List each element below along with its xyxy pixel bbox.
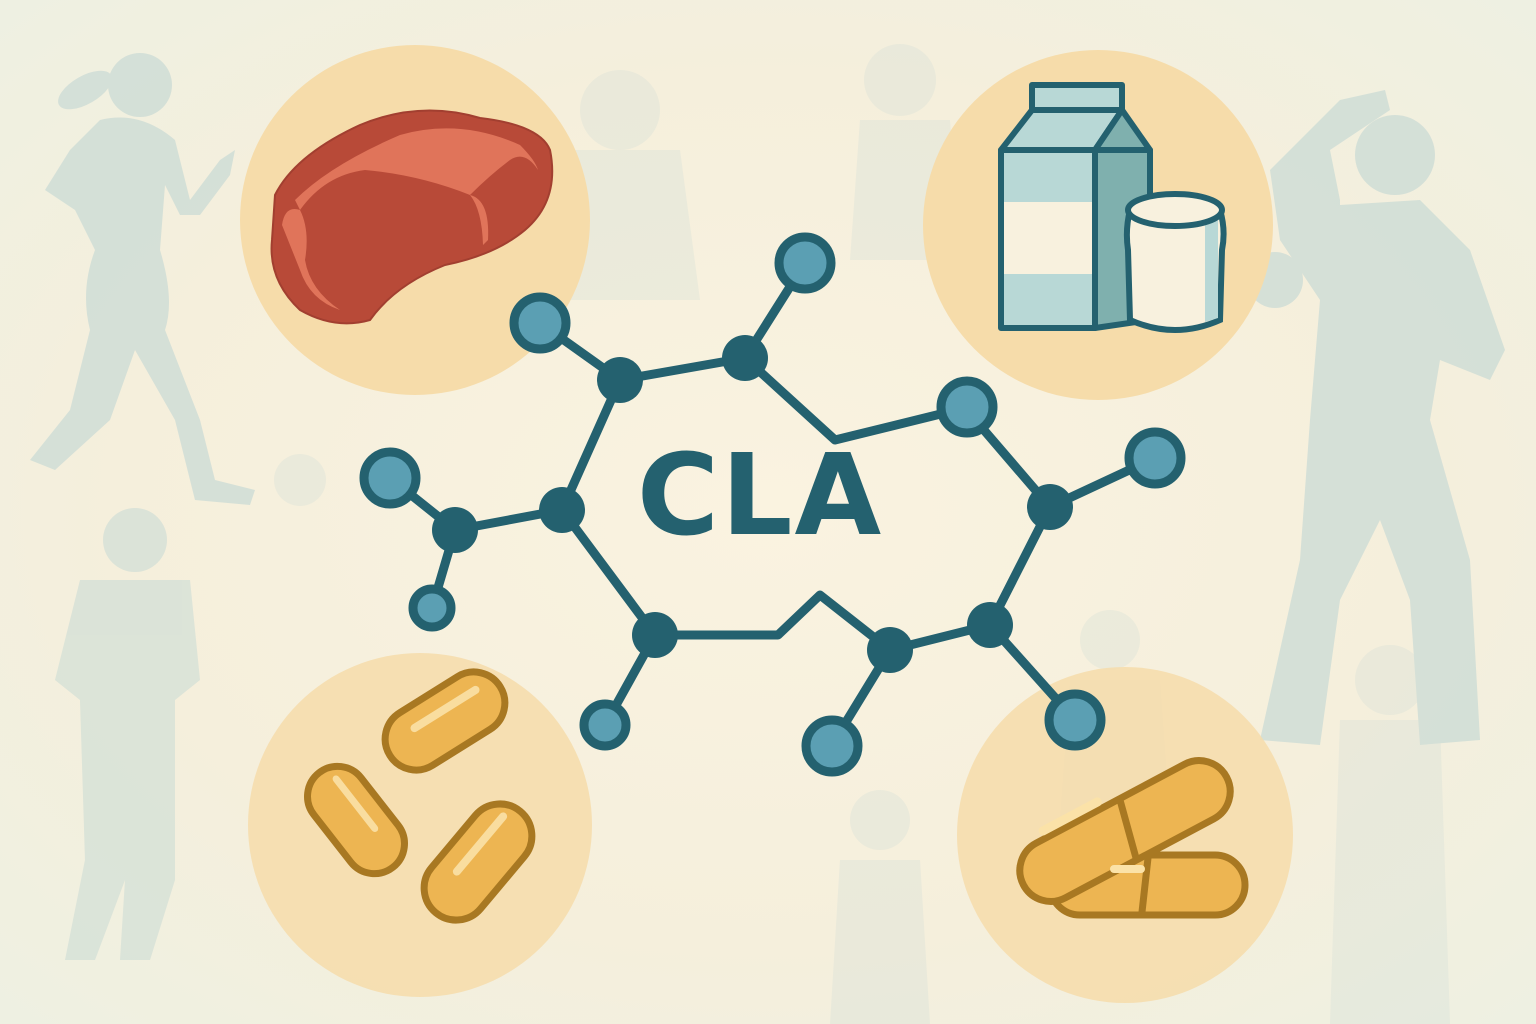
yogurt-jar-icon xyxy=(1123,191,1227,333)
woman-silhouette-icon xyxy=(30,53,255,505)
dairy-panel xyxy=(923,50,1273,400)
carbon-atoms xyxy=(432,335,1073,673)
steak-icon xyxy=(270,109,554,325)
softgels-panel xyxy=(248,653,592,997)
capsule-icon xyxy=(1016,757,1249,919)
meat-panel xyxy=(240,45,590,395)
milk-carton-icon xyxy=(998,82,1153,331)
hydrogen-atoms xyxy=(359,232,1186,777)
capsules-panel xyxy=(957,667,1293,1003)
child-silhouette-icon xyxy=(55,508,200,960)
softgel-icon xyxy=(304,668,536,924)
man-silhouette-icon xyxy=(1247,90,1505,745)
cla-title: CLA xyxy=(636,431,884,561)
